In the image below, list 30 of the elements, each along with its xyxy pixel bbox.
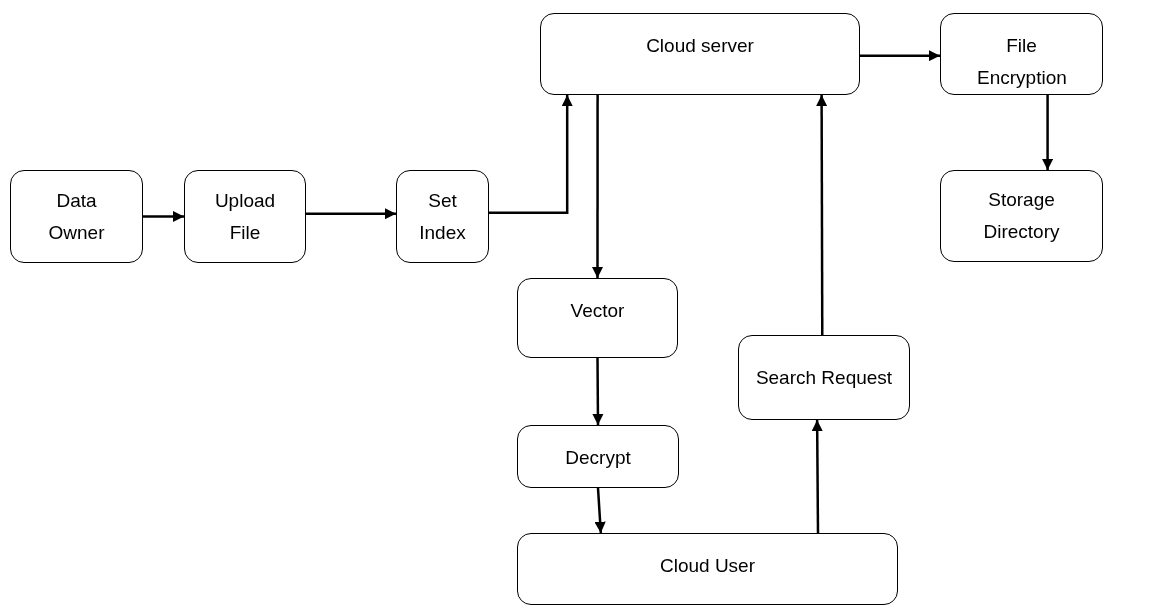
arrow bbox=[592, 358, 604, 425]
process-box bbox=[517, 533, 898, 605]
box-label: Decrypt bbox=[564, 446, 632, 470]
arrow bbox=[811, 420, 823, 533]
arrow bbox=[816, 95, 828, 335]
process-box bbox=[184, 170, 306, 263]
box-label: Cloud server bbox=[645, 34, 755, 58]
process-box bbox=[517, 278, 678, 358]
process-box bbox=[10, 170, 143, 263]
process-box bbox=[940, 13, 1103, 95]
arrow bbox=[306, 208, 396, 220]
box-label: Storage Directory bbox=[982, 188, 1061, 244]
arrow bbox=[489, 95, 573, 215]
process-box bbox=[540, 13, 860, 95]
process-box bbox=[738, 335, 910, 420]
box-label: Upload File bbox=[213, 188, 277, 245]
process-box bbox=[517, 425, 679, 488]
box-label: Search Request bbox=[754, 365, 894, 390]
arrow bbox=[860, 50, 940, 62]
box-label: Vector bbox=[569, 299, 626, 323]
box-label: Data Owner bbox=[47, 188, 106, 245]
process-box bbox=[940, 170, 1103, 262]
arrow bbox=[591, 95, 604, 278]
arrow bbox=[594, 487, 606, 534]
process-box bbox=[396, 170, 489, 263]
box-label: Cloud User bbox=[658, 554, 756, 578]
arrow bbox=[143, 210, 184, 223]
box-label: File Encryption bbox=[976, 34, 1068, 90]
box-label: Set Index bbox=[418, 188, 467, 245]
arrow bbox=[1041, 95, 1054, 170]
